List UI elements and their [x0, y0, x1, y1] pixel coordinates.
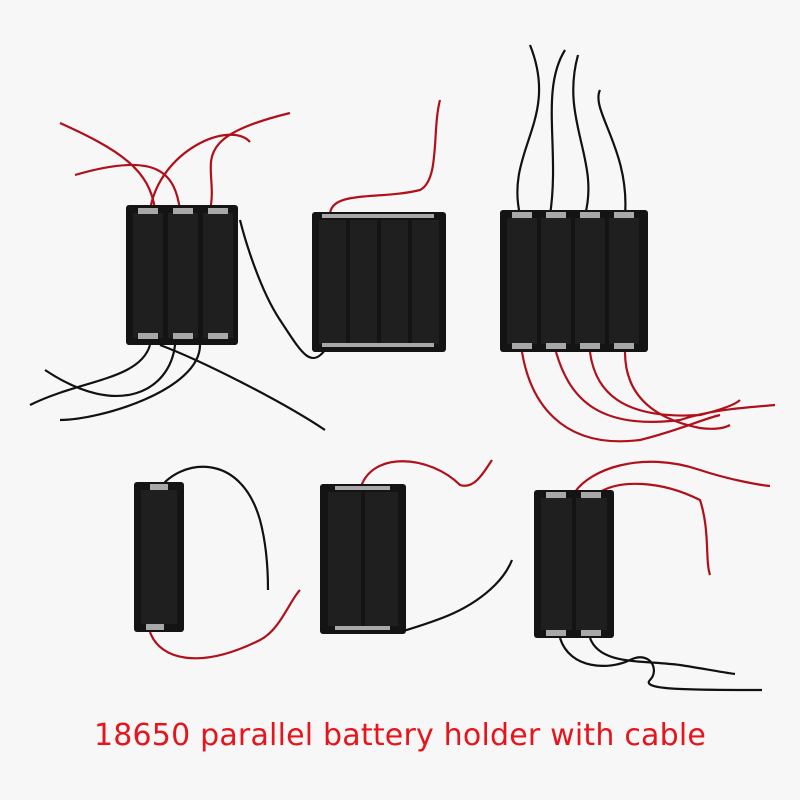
battery-holder-1-slot — [134, 465, 301, 660]
battery-holder-2-slot — [320, 459, 514, 634]
battery-holder-4-slot — [238, 99, 446, 360]
battery-holder-3-slot — [29, 111, 326, 431]
product-caption: 18650 parallel battery holder with cable — [93, 718, 707, 753]
battery-holder-4-slot-separate-cables — [500, 44, 776, 443]
battery-holder-2-slot-separate-cables — [534, 460, 771, 692]
